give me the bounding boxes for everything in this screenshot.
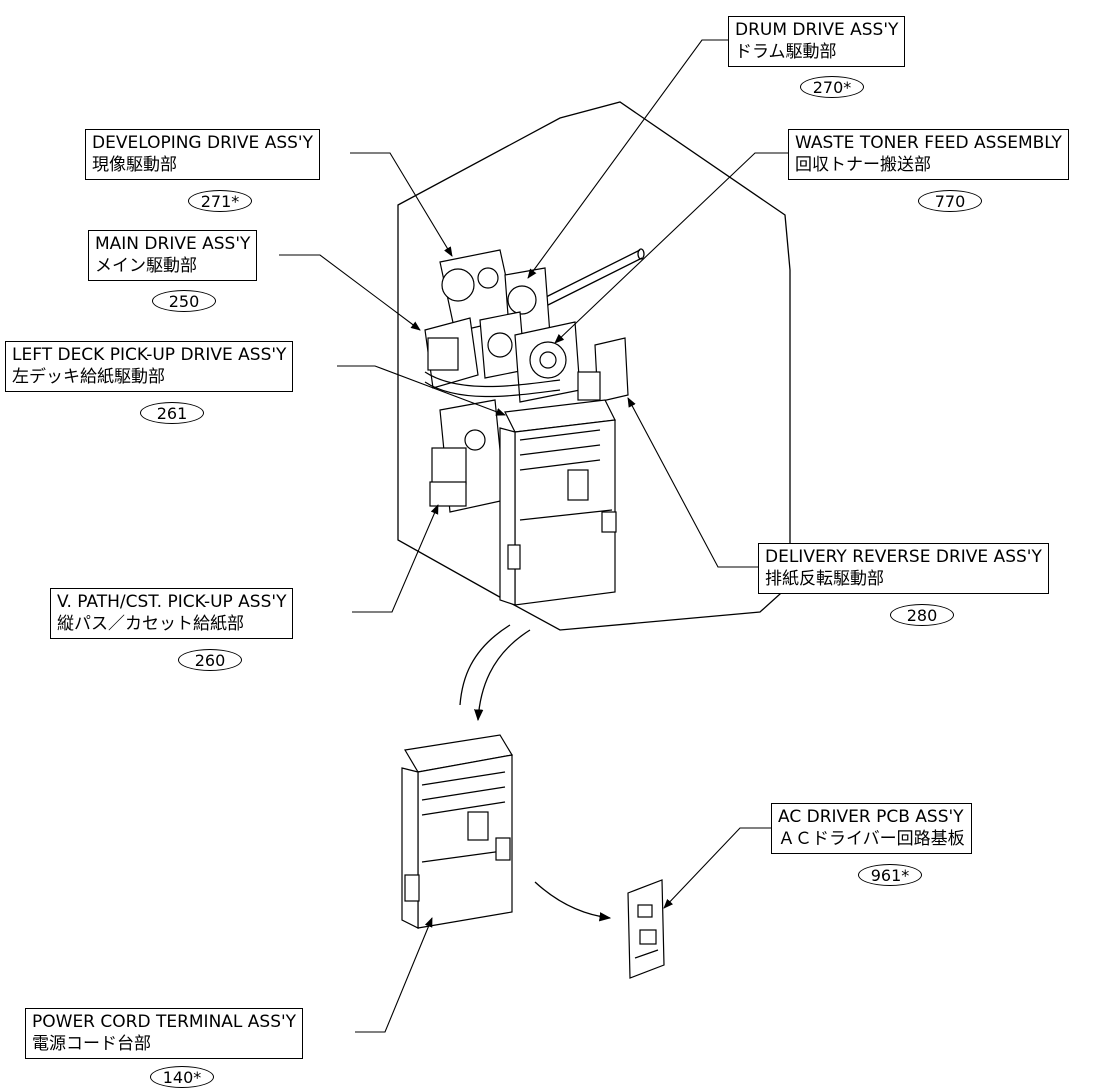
transfer-arrow-2 <box>534 881 612 922</box>
callout-main-drive: MAIN DRIVE ASS'Y メイン駆動部 <box>88 230 258 281</box>
part-number-140: 140* <box>150 1066 214 1088</box>
ac-driver-pcb <box>627 879 665 979</box>
callout-subtitle: メイン駆動部 <box>95 256 197 276</box>
callout-title: AC DRIVER PCB ASS'Y <box>778 807 964 827</box>
part-number-261: 261 <box>140 402 204 424</box>
callout-title: POWER CORD TERMINAL ASS'Y <box>32 1012 297 1032</box>
callout-subtitle: 電源コード台部 <box>32 1034 151 1054</box>
upper-drive-cluster <box>424 249 629 403</box>
callout-subtitle: 縦パス／カセット給紙部 <box>57 614 244 634</box>
callout-title: DELIVERY REVERSE DRIVE ASS'Y <box>765 547 1042 567</box>
power-supply-unit <box>499 399 617 606</box>
callout-title: WASTE TONER FEED ASSEMBLY <box>795 133 1062 153</box>
waste-toner-rod <box>539 248 645 309</box>
callout-subtitle: 回収トナー搬送部 <box>795 155 931 175</box>
callout-left-deck: LEFT DECK PICK-UP DRIVE ASS'Y 左デッキ給紙駆動部 <box>5 341 294 392</box>
callout-delivery-reverse: DELIVERY REVERSE DRIVE ASS'Y 排紙反転駆動部 <box>758 543 1049 594</box>
callout-subtitle: ＡＣドライバー回路基板 <box>778 829 965 849</box>
callout-ac-driver: AC DRIVER PCB ASS'Y ＡＣドライバー回路基板 <box>771 803 972 854</box>
power-supply-unit-detail <box>401 734 513 929</box>
part-number-271: 271* <box>188 190 252 212</box>
callout-drum-drive: DRUM DRIVE ASS'Y ドラム駆動部 <box>728 16 906 67</box>
callout-power-cord: POWER CORD TERMINAL ASS'Y 電源コード台部 <box>25 1008 304 1059</box>
callout-subtitle: 現像駆動部 <box>92 155 177 175</box>
part-number-250: 250 <box>152 290 216 312</box>
part-number-270: 270* <box>800 76 864 98</box>
callout-developing-drive: DEVELOPING DRIVE ASS'Y 現像駆動部 <box>85 129 320 180</box>
callout-subtitle: 左デッキ給紙駆動部 <box>12 367 165 387</box>
callout-title: DRUM DRIVE ASS'Y <box>735 20 899 40</box>
part-number-280: 280 <box>890 604 954 626</box>
callout-title: LEFT DECK PICK-UP DRIVE ASS'Y <box>12 345 287 365</box>
callout-waste-toner: WASTE TONER FEED ASSEMBLY 回収トナー搬送部 <box>788 129 1069 180</box>
callout-subtitle: ドラム駆動部 <box>735 42 837 62</box>
part-number-770: 770 <box>918 190 982 212</box>
callout-title: V. PATH/CST. PICK-UP ASS'Y <box>57 592 287 612</box>
callout-v-path: V. PATH/CST. PICK-UP ASS'Y 縦パス／カセット給紙部 <box>50 588 294 639</box>
callout-title: MAIN DRIVE ASS'Y <box>95 234 251 254</box>
callout-title: DEVELOPING DRIVE ASS'Y <box>92 133 313 153</box>
lower-pickup-cluster <box>429 399 506 513</box>
part-number-961: 961* <box>858 864 922 886</box>
part-number-260: 260 <box>178 649 242 671</box>
leader-lines <box>279 39 788 1033</box>
callout-subtitle: 排紙反転駆動部 <box>765 569 884 589</box>
transfer-arrow-1 <box>474 629 531 722</box>
